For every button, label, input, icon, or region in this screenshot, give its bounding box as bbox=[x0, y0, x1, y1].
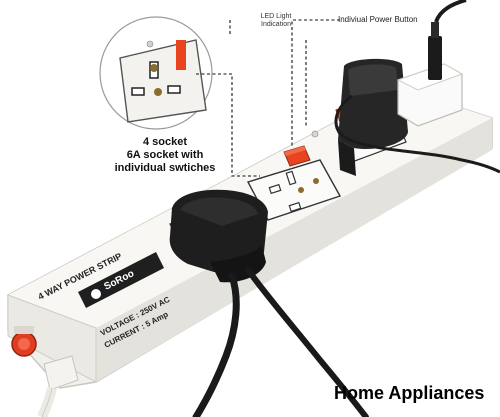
led-indicator-dot bbox=[311, 130, 319, 138]
socket-caption: 4 socket 6A socket with individual swtic… bbox=[96, 136, 234, 175]
caption-line-3: individual swtiches bbox=[114, 162, 216, 174]
black-mains-plug bbox=[169, 189, 369, 417]
red-switch-1 bbox=[283, 145, 311, 167]
socket-zoom-inset bbox=[99, 16, 213, 130]
power-button-label: Indiviual Power Button bbox=[338, 15, 418, 24]
reset-button bbox=[11, 326, 37, 357]
leader-lines bbox=[196, 19, 340, 177]
charger-adapter bbox=[338, 58, 408, 176]
led-label-line-2: Indication bbox=[261, 21, 291, 28]
caption-leader-line bbox=[196, 73, 260, 177]
button-leader-line bbox=[291, 19, 340, 148]
usb-cable bbox=[334, 0, 500, 174]
white-power-cord bbox=[37, 355, 79, 417]
caption-line-1: 4 socket bbox=[142, 136, 188, 148]
category-label: Home Appliances bbox=[334, 383, 485, 403]
caption-line-2: 6A socket with bbox=[126, 149, 204, 161]
led-label-line-1: LED Light bbox=[260, 13, 292, 20]
socket-plate-front bbox=[246, 159, 342, 221]
led-indication-label: LED Light Indication bbox=[236, 13, 316, 29]
